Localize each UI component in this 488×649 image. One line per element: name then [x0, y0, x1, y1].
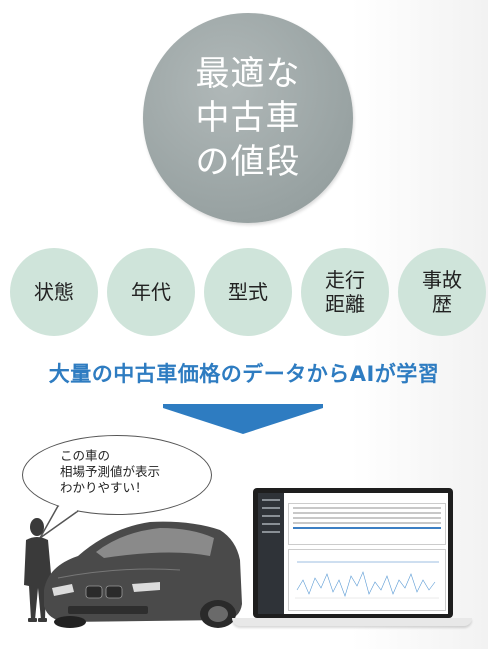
factor-accident-history: 事故 歴: [398, 248, 486, 336]
factor-label: 状態: [34, 280, 74, 304]
factor-label: 年代: [131, 280, 171, 304]
app-form-panel: [288, 503, 446, 545]
factor-condition: 状態: [10, 248, 98, 336]
factor-model: 型式: [204, 248, 292, 336]
car-silhouette-icon: [44, 521, 242, 628]
hero-line-1: 最適な: [195, 54, 301, 94]
hero-circle: 最適な 中古車 の値段: [143, 13, 353, 223]
arrow-cap: [163, 404, 323, 408]
factor-label: 型式: [228, 280, 268, 304]
hero-line-2: 中古車: [195, 98, 301, 138]
laptop-base: [232, 618, 472, 626]
hero-line-3: の値段: [195, 142, 301, 182]
laptop-app-screenshot: [258, 493, 448, 614]
down-arrow-icon: [163, 408, 323, 434]
factor-label: 走行 距離: [325, 268, 365, 316]
speech-bubble: [22, 435, 212, 515]
app-sidebar: [258, 493, 284, 614]
speech-bubble-text: この車の 相場予測値が表示 わかりやすい！: [60, 448, 161, 495]
app-chart-panel: [288, 549, 446, 611]
headline: 大量の中古車価格のデータからAIが学習: [48, 362, 440, 386]
factor-mileage: 走行 距離: [301, 248, 389, 336]
factor-label: 事故 歴: [422, 268, 462, 316]
factor-year: 年代: [107, 248, 195, 336]
app-line-chart: [295, 561, 439, 599]
